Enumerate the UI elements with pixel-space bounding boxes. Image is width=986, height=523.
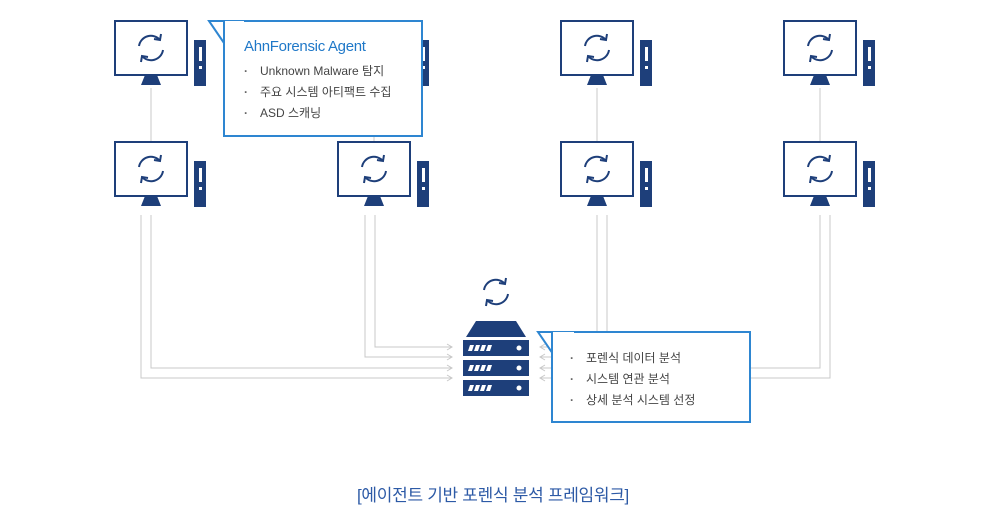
- endpoint-computer-icon: [115, 142, 206, 207]
- endpoint-computer-icon: [561, 21, 652, 86]
- agent-callout: AhnForensic Agent Unknown Malware 탐지 주요 …: [223, 20, 423, 137]
- sync-arrows-icon: [483, 277, 509, 307]
- connector-col1-outer: [140, 215, 452, 379]
- connector-col1-inner: [150, 215, 452, 369]
- list-item: Unknown Malware 탐지: [244, 61, 403, 82]
- agent-callout-title: AhnForensic Agent: [244, 38, 366, 55]
- arrowheads-left: [446, 343, 453, 382]
- server-callout: 포렌식 데이터 분석 시스템 연관 분석 상세 분석 시스템 선정: [551, 331, 751, 423]
- list-item: 시스템 연관 분석: [570, 369, 735, 390]
- connector-col2-outer: [364, 215, 452, 358]
- list-item: ASD 스캐닝: [244, 103, 403, 124]
- endpoint-computer-icon: [338, 142, 429, 207]
- agent-callout-joint: [225, 21, 244, 23]
- endpoint-computer-icon: [561, 142, 652, 207]
- server-callout-joint: [553, 332, 574, 334]
- server-feature-list: 포렌식 데이터 분석 시스템 연관 분석 상세 분석 시스템 선정: [570, 348, 735, 411]
- endpoint-computer-icon: [784, 142, 875, 207]
- list-item: 상세 분석 시스템 선정: [570, 390, 735, 411]
- server-rack-icon: [463, 277, 529, 396]
- diagram-caption: [에이전트 기반 포렌식 분석 프레임워크]: [357, 486, 629, 505]
- endpoint-computer-icon: [115, 21, 206, 86]
- connector-col2-inner: [374, 215, 452, 348]
- arrowheads-right: [539, 343, 546, 382]
- agent-feature-list: Unknown Malware 탐지 주요 시스템 아티팩트 수집 ASD 스캐…: [244, 61, 403, 124]
- endpoint-computer-icon: [784, 21, 875, 86]
- list-item: 포렌식 데이터 분석: [570, 348, 735, 369]
- list-item: 주요 시스템 아티팩트 수집: [244, 82, 403, 103]
